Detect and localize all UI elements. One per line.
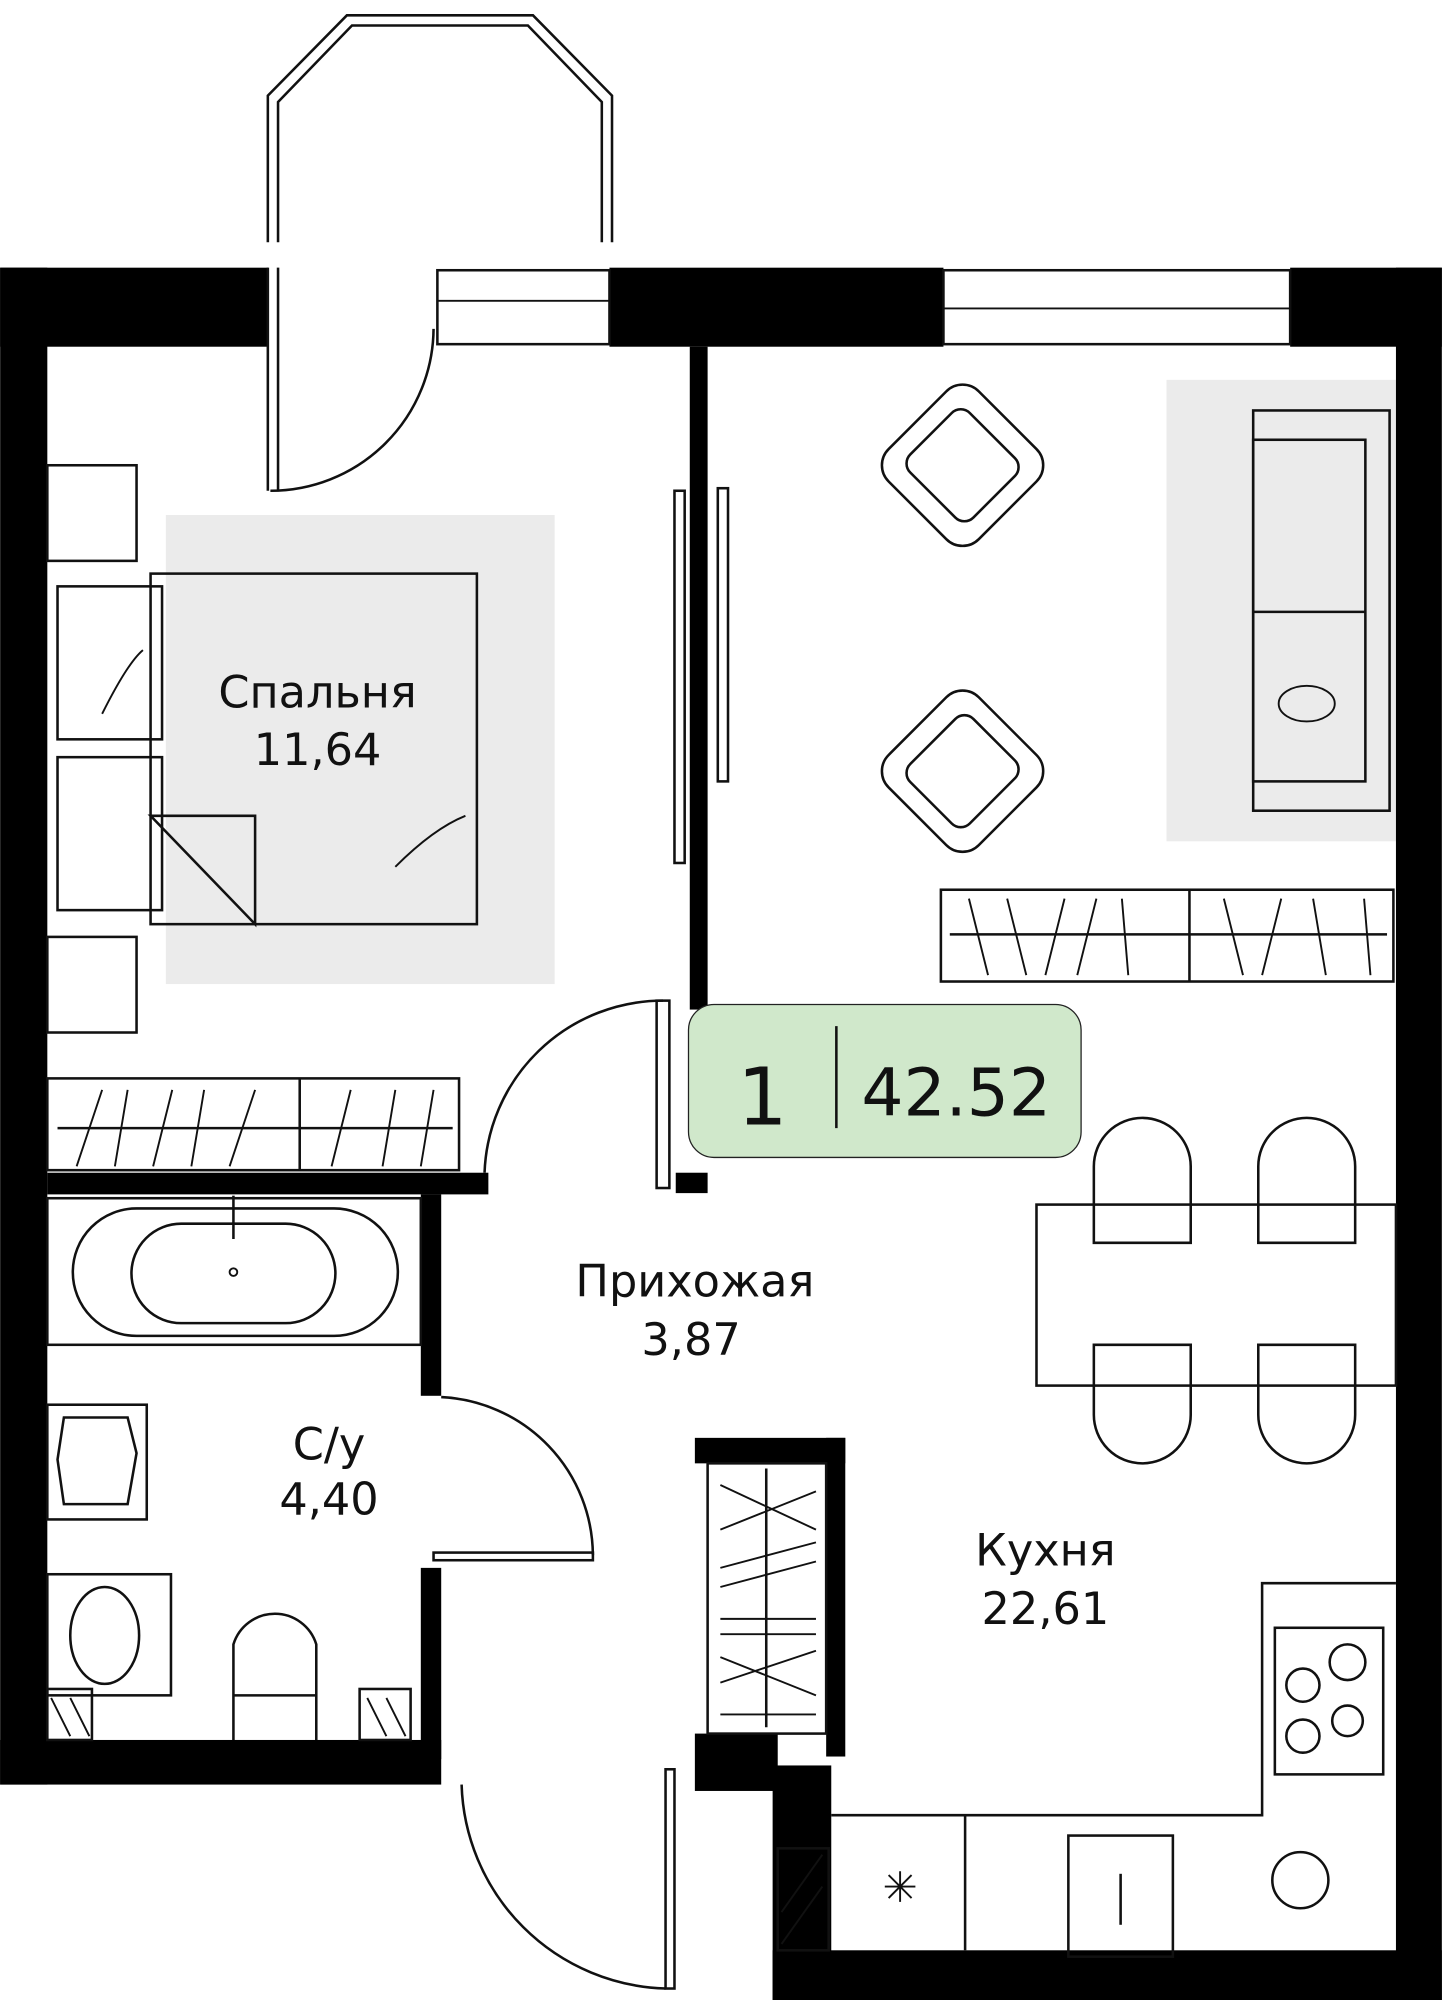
kitchen-counter (831, 1581, 1396, 1958)
sink (46, 1403, 149, 1521)
window (436, 268, 611, 346)
doors (432, 486, 730, 1990)
room-name-hallway: Прихожая (575, 1255, 814, 1307)
room-area-bathroom: 4,40 (279, 1473, 378, 1525)
window (942, 268, 1292, 346)
bathtub (46, 1195, 423, 1347)
walls (0, 267, 1442, 2000)
shafts (46, 1687, 830, 1952)
room-name-bathroom: С/у (293, 1419, 366, 1471)
living-rug (1166, 379, 1396, 842)
hall-closet (706, 1462, 828, 1735)
living-shelf (939, 888, 1395, 983)
bed (46, 463, 479, 1034)
armchairs (880, 383, 1045, 854)
room-name-bedroom: Спальня (218, 666, 416, 718)
total-area: 42.52 (861, 1053, 1051, 1131)
washing-machine (46, 1572, 173, 1697)
room-area-kitchen: 22,61 (982, 1583, 1110, 1635)
dining-table (1035, 1116, 1398, 1465)
rooms-count: 1 (737, 1051, 787, 1143)
room-area-hallway: 3,87 (641, 1314, 740, 1366)
bedroom-rug (165, 514, 555, 985)
room-name-kitchen: Кухня (975, 1524, 1115, 1576)
wardrobe (46, 1077, 461, 1172)
balcony (266, 14, 614, 493)
room-area-bedroom: 11,64 (254, 724, 382, 776)
sofa (1251, 409, 1391, 812)
toilet (232, 1612, 318, 1740)
apartment-badge: 1 42.52 (687, 1003, 1082, 1159)
